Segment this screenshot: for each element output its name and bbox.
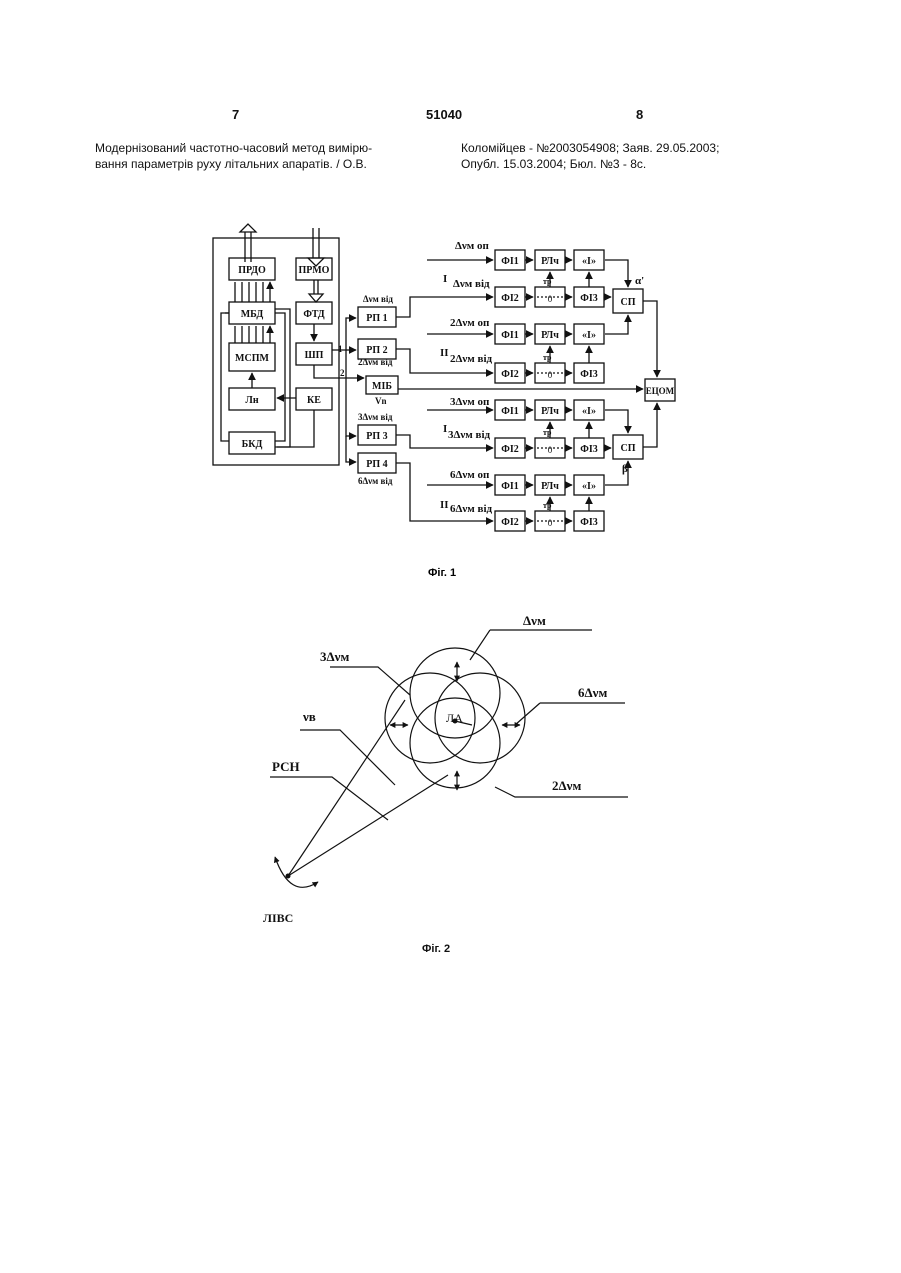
block-ftd: ФТД [303,309,324,320]
label-sig-6: 6Δνм від [450,503,493,515]
row-1-tr-label: тр [543,277,552,286]
row-4-int: «І» [582,481,596,492]
label-roman-2: II [440,347,449,359]
label-sig-1: Δνм від [453,278,490,290]
row-1-fi3: ФІ3 [580,293,597,304]
label-rsn: РСН [272,759,300,774]
label-ref-2: 2Δνм оп [450,317,490,329]
label-beta: β' [622,463,631,475]
row-1-rlch: РЛч [541,256,559,267]
la-point [453,719,458,724]
label-rp2-input: 2Δνм від [358,357,393,367]
block-mib: МІБ [372,381,392,392]
label-vb: νв [302,709,316,724]
label-alpha: α' [635,275,644,287]
row-4-fi1: ФІ1 [501,481,518,492]
row-4-fi2: ФІ2 [501,517,518,528]
svg-text:0: 0 [548,445,553,455]
svg-text:0: 0 [548,518,553,528]
svg-text:0: 0 [548,294,553,304]
row-2-fi2: ФІ2 [501,369,518,380]
label-livs: ЛІВС [263,911,293,925]
row-3-rlch: РЛч [541,406,559,417]
block-sp-alpha: СП [621,297,636,308]
label-sig-2: 2Δνм від [450,353,493,365]
row-2-rlch: РЛч [541,330,559,341]
label-roman-1: I [443,273,447,285]
label-rp3-input: 3Δνм від [358,412,393,422]
figure-2-caption: Фіг. 2 [422,943,450,955]
block-rp1: РП 1 [366,313,387,324]
row-4-rlch: РЛч [541,481,559,492]
livs-point [286,874,291,879]
label-input-1: 1 [338,344,343,354]
label-rp1-input: Δνм від [363,294,393,304]
block-rp4: РП 4 [366,459,387,470]
row-2-fi1: ФІ1 [501,330,518,341]
label-ref-1: Δνм оп [455,240,490,252]
label-vn: Vn [375,396,387,406]
label-ref-3: 3Δνм оп [450,396,490,408]
block-tsom: ЕЦОМ [646,386,675,396]
label-dv: Δνм [523,613,546,628]
label-la: ЛА [446,711,463,725]
label-roman-4: II [440,499,449,511]
block-sp-beta: СП [621,443,636,454]
label-2dv: 2Δνм [552,778,581,793]
row-3-fi2: ФІ2 [501,444,518,455]
row-4-fi3: ФІ3 [580,517,597,528]
block-shp: ШП [305,350,324,361]
row-3-int: «І» [582,406,596,417]
block-rp3: РП 3 [366,431,387,442]
figure-1-caption: Фіг. 1 [428,567,456,579]
block-ln: Лн [245,395,258,406]
row-1-fi2: ФІ2 [501,293,518,304]
block-rp2: РП 2 [366,345,387,356]
label-sig-3: 3Δνм від [448,429,491,441]
label-rp4-input: 6Δνм від [358,476,393,486]
label-ref-6: 6Δνм оп [450,469,490,481]
block-bkd: БКД [242,439,263,450]
block-mbd: МБД [241,309,264,320]
row-3-fi3: ФІ3 [580,444,597,455]
block-prmo: ПРМО [299,265,330,276]
svg-text:0: 0 [548,370,553,380]
row-2-tr-label: тр [543,353,552,362]
row-2-fi3: ФІ3 [580,369,597,380]
block-ke: КЕ [307,395,321,406]
row-1-int: «І» [582,256,596,267]
row-4-tr-label: тр [543,501,552,510]
label-input-2: 2 [340,368,345,378]
row-3-fi1: ФІ1 [501,406,518,417]
block-prdo: ПРДО [238,265,266,276]
label-roman-3: I [443,423,447,435]
block-mspm: МСПМ [235,353,269,364]
figure-1-block-diagram: ПРДО ПРМО МБД ФТД МСПМ ШП Лн КЕ БКД МІБ … [0,0,901,600]
row-3-tr-label: тр [543,428,552,437]
row-2-int: «І» [582,330,596,341]
label-6dv: 6Δνм [578,685,607,700]
row-1-fi1: ФІ1 [501,256,518,267]
label-3dv: 3Δνм [320,649,349,664]
